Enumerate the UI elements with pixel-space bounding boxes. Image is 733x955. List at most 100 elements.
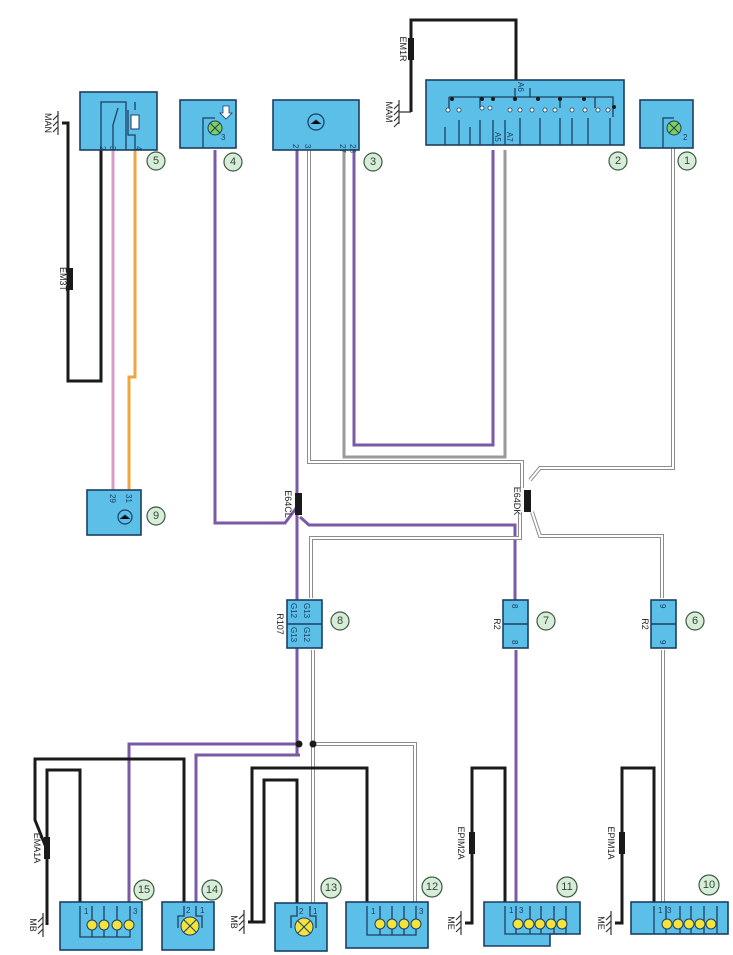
svg-text:G13: G13	[302, 603, 311, 619]
svg-text:G12: G12	[289, 603, 298, 619]
label-em3t: EM3T	[58, 267, 68, 292]
svg-text:MAN: MAN	[43, 113, 53, 133]
svg-text:R107: R107	[275, 613, 285, 635]
svg-text:A5: A5	[493, 132, 502, 142]
gauge-icon	[307, 113, 325, 131]
callout-10: 10	[698, 874, 720, 896]
svg-text:R2: R2	[640, 618, 650, 630]
component-12-lamp-unit: 1 3	[345, 901, 429, 949]
component-3-gauge: 2 3 27 28	[272, 99, 360, 153]
svg-text:11: 11	[561, 881, 572, 893]
svg-text:3: 3	[108, 146, 117, 151]
callout-7: 7	[536, 611, 556, 631]
ground-me-right: ME	[596, 911, 612, 935]
splice-epim2a	[469, 832, 475, 854]
svg-text:2: 2	[683, 133, 688, 142]
svg-text:15: 15	[138, 884, 150, 896]
callout-11: 11	[556, 876, 578, 898]
svg-text:2: 2	[98, 146, 107, 151]
component-8-connector-r107: G12 G13 G13 G12 R107	[275, 599, 323, 649]
svg-text:2: 2	[615, 155, 621, 167]
label-em1r: EM1R	[398, 36, 408, 62]
wire-mb-13	[248, 778, 299, 924]
component-7-connector-r2: 8 8 R2	[492, 599, 529, 649]
svg-text:3: 3	[667, 906, 672, 915]
wire-purple-to-15	[127, 742, 300, 906]
svg-text:A6: A6	[516, 82, 525, 92]
svg-text:2: 2	[299, 907, 304, 916]
wire-orange	[127, 150, 137, 492]
wire-comp1-white	[528, 148, 675, 482]
svg-text:28: 28	[348, 144, 357, 153]
wire-ema1a	[33, 757, 186, 925]
svg-text:3: 3	[221, 133, 226, 142]
wire-mb-12	[248, 766, 369, 924]
wire-comp3-white	[307, 150, 524, 488]
svg-text:R2: R2	[492, 618, 502, 630]
component-1-indicator-lamp: 2	[639, 99, 694, 149]
label-ema1a: EMA1A	[32, 833, 42, 864]
svg-text:9: 9	[153, 510, 159, 522]
ground-mb-mid: MB	[229, 910, 245, 934]
svg-text:3: 3	[133, 907, 138, 916]
component-13-bulb: 2 1	[274, 902, 328, 952]
svg-text:G13: G13	[289, 627, 298, 643]
svg-text:1: 1	[200, 906, 205, 915]
label-epim2a: EPIM2A	[456, 826, 466, 859]
svg-text:3: 3	[370, 156, 376, 168]
label-e64dk: E64DK	[512, 487, 522, 516]
svg-text:1: 1	[658, 906, 663, 915]
svg-text:13: 13	[325, 882, 337, 894]
svg-text:1: 1	[509, 906, 514, 915]
svg-text:2: 2	[291, 144, 300, 149]
label-epim1a: EPIM1A	[606, 826, 616, 859]
svg-text:ME: ME	[596, 916, 606, 930]
arrow-down-icon	[219, 105, 233, 120]
gauge-icon	[117, 509, 133, 525]
svg-text:14: 14	[206, 884, 218, 896]
svg-text:3: 3	[419, 907, 424, 916]
component-11-lamp-unit: 1 3	[483, 901, 581, 947]
svg-text:27: 27	[338, 144, 347, 153]
splice-epim1a	[619, 832, 625, 854]
callout-9: 9	[146, 506, 166, 526]
svg-text:4: 4	[230, 156, 236, 168]
component-14-bulb: 2 1	[161, 901, 215, 951]
splice-e64cl	[295, 493, 302, 515]
ground-man: MAN	[43, 111, 59, 135]
component-9-sender: 29 31	[86, 489, 142, 536]
svg-text:3: 3	[303, 144, 312, 149]
junction-dot	[295, 740, 303, 748]
callout-15: 15	[133, 879, 155, 901]
svg-text:1: 1	[684, 155, 690, 167]
wire-e64dk-comp6	[530, 511, 664, 598]
callout-13: 13	[320, 877, 342, 899]
svg-text:7: 7	[543, 615, 549, 627]
svg-text:8: 8	[510, 604, 519, 609]
callout-2: 2	[608, 151, 628, 171]
callout-12: 12	[421, 876, 443, 898]
wire-grey-loop	[342, 150, 507, 459]
ground-mb-left: MB	[28, 913, 44, 937]
svg-text:1: 1	[84, 907, 89, 916]
splice-em1r	[408, 38, 414, 60]
callout-1: 1	[677, 151, 697, 171]
component-4-warning-lamp: 3	[179, 99, 237, 149]
wire-purple-to-14	[194, 753, 300, 906]
svg-text:MB: MB	[229, 915, 239, 929]
wire-epim2a	[465, 766, 507, 925]
junction-dot	[309, 740, 317, 748]
wire-purple-loop	[352, 150, 495, 447]
callout-6: 6	[685, 611, 705, 631]
svg-text:A7: A7	[505, 132, 514, 142]
label-e64cl: E64CL	[283, 490, 293, 518]
splice-ema1a	[44, 837, 50, 859]
svg-text:29: 29	[108, 494, 117, 503]
svg-text:3: 3	[519, 906, 524, 915]
component-10-lamp-unit: 1 3	[630, 901, 729, 935]
callout-4: 4	[223, 152, 243, 172]
component-15-lamp-unit: 1 3	[59, 901, 143, 951]
wire-comp4-purple	[213, 150, 299, 525]
callout-3: 3	[363, 152, 383, 172]
